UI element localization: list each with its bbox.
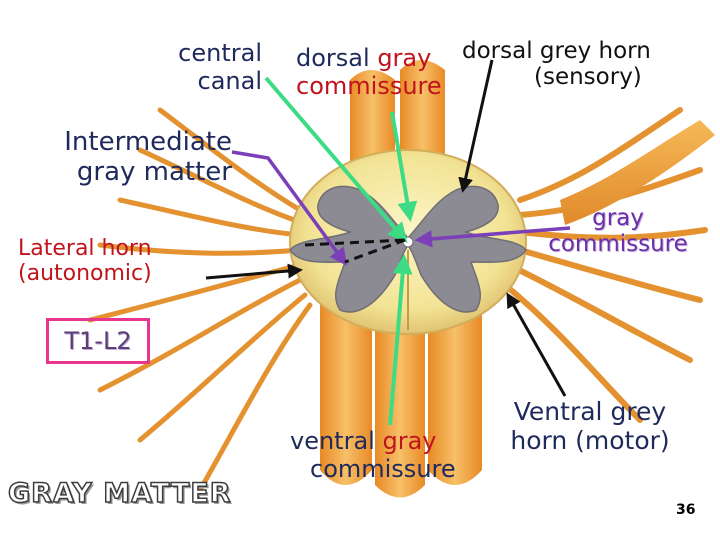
slide-number: 36 <box>676 502 696 518</box>
label-dorsal-horn-line2: (sensory) <box>534 64 642 91</box>
label-dorsal-commissure-word: commissure <box>296 71 442 100</box>
right-nerve-roots <box>502 107 708 423</box>
label-ventral-horn-line1: Ventral grey <box>513 397 667 426</box>
label-dorsal-gray-commissure: dorsal gray commissure <box>296 44 442 100</box>
arrow-lateral-horn <box>205 263 303 280</box>
dashed-boundary <box>304 238 406 264</box>
label-dorsal-gray-word: gray <box>377 44 432 72</box>
label-ventral-word: ventral <box>290 427 375 455</box>
label-gray-commissure-line2: commissure <box>548 231 688 258</box>
label-ventral-horn: Ventral grey horn (motor) <box>490 397 690 456</box>
label-ventral-commissure-word: commissure <box>310 454 456 483</box>
arrow-dorsal-horn <box>458 59 494 193</box>
cord-columns <box>320 300 482 498</box>
spinal-nerve-trunk <box>560 120 715 225</box>
arrow-ventral-horn <box>506 292 567 397</box>
label-ventral-horn-line2: horn (motor) <box>510 425 670 455</box>
label-central-canal: central canal <box>140 39 263 95</box>
label-intermediate-line1: Intermediate <box>64 127 232 157</box>
label-ventral-gray-word: gray <box>382 427 437 455</box>
t1-l2-box: T1-L2 <box>46 318 150 364</box>
label-central-canal-line2: canal <box>197 66 263 95</box>
label-dorsal-horn-line1: dorsal grey horn <box>462 38 651 64</box>
gray-matter-title: GRAY MATTER <box>7 477 232 510</box>
label-ventral-gray-commissure: ventral gray commissure <box>290 427 456 483</box>
label-dorsal-horn: dorsal grey horn (sensory) <box>462 38 651 91</box>
arrow-gray-commissure <box>414 226 571 248</box>
upper-cord-columns <box>350 60 445 170</box>
label-lateral-horn-line2: (autonomic) <box>18 261 152 287</box>
label-intermediate-gray: Intermediate gray matter <box>10 127 232 188</box>
label-gray-commissure-line1: gray <box>592 205 644 231</box>
arrow-central-canal <box>264 76 408 244</box>
arrow-dorsal-gray-commissure <box>390 111 418 222</box>
arrow-intermediate-gray <box>231 150 348 266</box>
arrow-ventral-gray-commissure <box>388 254 413 426</box>
label-intermediate-line2: gray matter <box>76 156 232 187</box>
label-central-canal-line1: central <box>178 39 262 67</box>
label-ventral-gray-line1: ventral gray <box>290 427 456 456</box>
label-dorsal-word: dorsal <box>296 44 370 72</box>
t1-l2-label: T1-L2 <box>64 327 132 355</box>
label-lateral-horn: Lateral horn (autonomic) <box>18 236 152 287</box>
label-gray-commissure: gray commissure <box>528 205 708 258</box>
label-lateral-horn-line1: Lateral horn <box>18 236 152 261</box>
label-dorsal-gray-line1: dorsal gray <box>296 44 442 73</box>
